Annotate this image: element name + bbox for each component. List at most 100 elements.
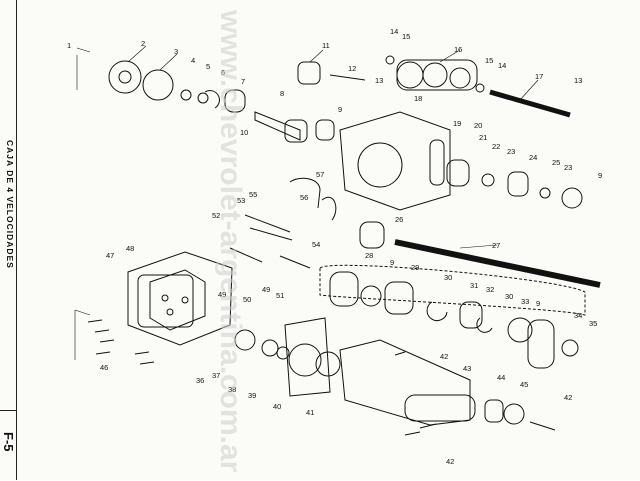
snap-ring xyxy=(204,90,220,109)
callout-21: 21 xyxy=(479,133,487,142)
callout-23b: 23 xyxy=(564,163,572,172)
countergear xyxy=(396,59,478,91)
callout-20: 20 xyxy=(474,121,482,130)
side-strip: CAJA DE 4 VELOCIDADES F-5 xyxy=(0,0,17,480)
callout-36: 36 xyxy=(196,376,204,385)
callout-47: 47 xyxy=(106,251,114,260)
callout-6: 6 xyxy=(221,68,225,77)
callout-39: 39 xyxy=(248,391,256,400)
side-cover xyxy=(127,251,233,346)
callout-14: 14 xyxy=(390,27,398,36)
callout-26: 26 xyxy=(395,215,403,224)
seal xyxy=(180,89,192,101)
callout-54: 54 xyxy=(312,240,320,249)
third-speed-gear xyxy=(359,221,385,249)
callout-42b: 42 xyxy=(564,393,572,402)
callout-30: 30 xyxy=(444,273,452,282)
callout-24: 24 xyxy=(529,153,537,162)
callout-8: 8 xyxy=(280,89,284,98)
callout-45: 45 xyxy=(520,380,528,389)
callout-51: 51 xyxy=(276,291,284,300)
callout-48: 48 xyxy=(126,244,134,253)
gasket xyxy=(142,69,174,101)
callout-16: 16 xyxy=(454,45,462,54)
callout-38: 38 xyxy=(228,385,236,394)
callout-3: 3 xyxy=(174,47,178,56)
callout-46: 46 xyxy=(100,363,108,372)
callout-22: 22 xyxy=(492,142,500,151)
callout-1: 1 xyxy=(67,41,71,50)
countershaft xyxy=(489,89,571,118)
callout-42c: 42 xyxy=(446,457,454,466)
mainshaft xyxy=(394,239,601,288)
callout-10: 10 xyxy=(240,128,248,137)
callout-31: 31 xyxy=(470,281,478,290)
callout-9c: 9 xyxy=(390,258,394,267)
reverse-idler-gear xyxy=(297,61,321,85)
callout-12: 12 xyxy=(348,64,356,73)
exploded-gearbox-diagram: 1 2 3 4 5 6 7 8 9 10 11 12 13 14 15 16 1… xyxy=(67,27,602,466)
callout-27: 27 xyxy=(492,241,500,250)
callout-43: 43 xyxy=(463,364,471,373)
callout-56: 56 xyxy=(300,193,308,202)
callout-13: 13 xyxy=(375,76,383,85)
callout-5: 5 xyxy=(206,62,210,71)
cover-bolts xyxy=(87,319,155,365)
callout-35: 35 xyxy=(589,319,597,328)
callout-33: 33 xyxy=(521,297,529,306)
callout-4: 4 xyxy=(191,56,195,65)
callout-50: 50 xyxy=(243,295,251,304)
main-drive-gear xyxy=(284,119,308,143)
callout-9d: 9 xyxy=(536,299,540,308)
front-bearing-retainer xyxy=(108,60,142,94)
callout-2: 2 xyxy=(141,39,145,48)
second-speed-gear xyxy=(329,271,359,307)
callout-28: 28 xyxy=(365,251,373,260)
callout-32: 32 xyxy=(486,285,494,294)
leader-lines xyxy=(74,45,539,360)
shift-fork-a xyxy=(289,177,321,209)
callout-25: 25 xyxy=(552,158,560,167)
callout-17: 17 xyxy=(535,72,543,81)
callout-40: 40 xyxy=(273,402,281,411)
bearing-rear xyxy=(446,159,470,187)
callout-41: 41 xyxy=(306,408,314,417)
callout-55: 55 xyxy=(249,190,257,199)
first-speed-gear xyxy=(527,319,555,369)
callout-9b: 9 xyxy=(598,171,602,180)
callout-49: 49 xyxy=(218,290,226,299)
speedometer-gear xyxy=(507,171,529,197)
callout-44: 44 xyxy=(497,373,505,382)
callout-18: 18 xyxy=(414,94,422,103)
callout-34: 34 xyxy=(574,311,582,320)
side-title: CAJA DE 4 VELOCIDADES xyxy=(5,140,15,269)
gasket-rear xyxy=(284,317,331,397)
callout-15b: 15 xyxy=(485,56,493,65)
rear-seal xyxy=(503,403,525,425)
transmission-case xyxy=(339,111,451,211)
callout-30b: 30 xyxy=(505,292,513,301)
callout-14b: 14 xyxy=(498,61,506,70)
bearing xyxy=(224,89,246,113)
callout-13b: 13 xyxy=(574,76,582,85)
callout-19: 19 xyxy=(453,119,461,128)
callout-labels: 1 2 3 4 5 6 7 8 9 10 11 12 13 14 15 16 1… xyxy=(67,27,602,466)
section-box xyxy=(0,410,16,481)
callout-57: 57 xyxy=(316,170,324,179)
callout-53: 53 xyxy=(237,196,245,205)
callout-15: 15 xyxy=(402,32,410,41)
callout-37: 37 xyxy=(212,371,220,380)
synchronizer xyxy=(384,281,414,315)
shift-fork-b xyxy=(321,197,337,221)
callout-9: 9 xyxy=(338,105,342,114)
callout-49b: 49 xyxy=(262,285,270,294)
callout-52: 52 xyxy=(212,211,220,220)
callout-11: 11 xyxy=(322,41,330,50)
parts-drawing xyxy=(87,55,601,436)
callout-23: 23 xyxy=(507,147,515,156)
section-code: F-5 xyxy=(1,432,16,452)
callout-29: 29 xyxy=(411,263,419,272)
main-drive-gear-shaft xyxy=(254,111,301,141)
callout-7: 7 xyxy=(241,77,245,86)
callout-42: 42 xyxy=(440,352,448,361)
